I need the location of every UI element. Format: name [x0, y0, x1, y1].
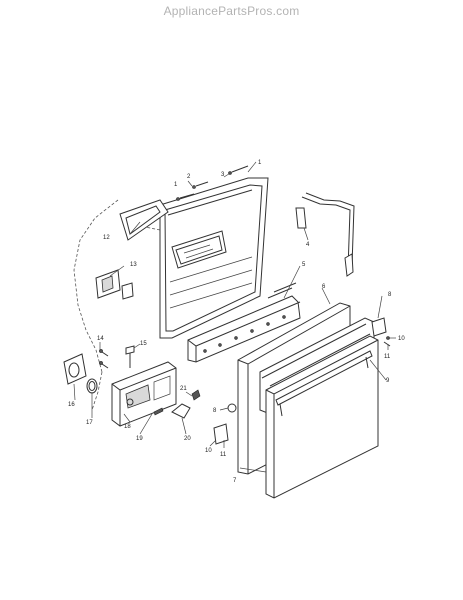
callout-16: 16	[68, 402, 75, 408]
callout-8: 8	[388, 292, 392, 298]
callout-labels: 1 1 2 3 4 5 6 7 8 8 9 10 10 11 11 12 13 …	[68, 160, 405, 484]
latch-module	[95, 269, 134, 300]
callout-21: 21	[180, 386, 187, 392]
door-screws	[176, 165, 249, 201]
callout-5: 5	[302, 262, 306, 268]
fasteners	[99, 345, 135, 369]
inner-door-panel	[159, 177, 269, 339]
callout-17: 17	[86, 420, 93, 426]
door-gasket	[119, 199, 169, 241]
callout-2: 2	[187, 174, 191, 180]
front-door-panel	[265, 335, 379, 499]
detergent-dispenser	[111, 361, 177, 427]
callout-10: 10	[205, 448, 212, 454]
callout-13: 13	[130, 262, 137, 268]
callout-4: 4	[306, 242, 310, 248]
callout-18: 18	[124, 424, 131, 430]
dispenser-cap	[63, 353, 98, 394]
callout-1: 1	[174, 182, 178, 188]
dispenser-springs	[153, 389, 201, 419]
leader-lines	[73, 161, 396, 473]
callout-7: 7	[233, 478, 237, 484]
callout-11: 11	[220, 452, 227, 458]
callout-15: 15	[140, 341, 147, 347]
callout-10: 10	[398, 336, 405, 342]
assembly-guide-line	[73, 199, 119, 373]
site-watermark: AppliancePartsPros.com	[163, 4, 300, 18]
door-clips	[213, 317, 391, 445]
callout-19: 19	[136, 436, 143, 442]
hinge-bracket	[295, 192, 355, 277]
callout-12: 12	[103, 235, 110, 241]
callout-3: 3	[221, 172, 225, 178]
callout-6: 6	[322, 284, 326, 290]
callout-20: 20	[184, 436, 191, 442]
assembly-guide-line	[91, 371, 103, 411]
callout-11: 11	[384, 354, 391, 360]
callout-1: 1	[258, 160, 262, 166]
callout-9: 9	[386, 378, 390, 384]
callout-8: 8	[213, 408, 217, 414]
callout-14: 14	[97, 336, 104, 342]
